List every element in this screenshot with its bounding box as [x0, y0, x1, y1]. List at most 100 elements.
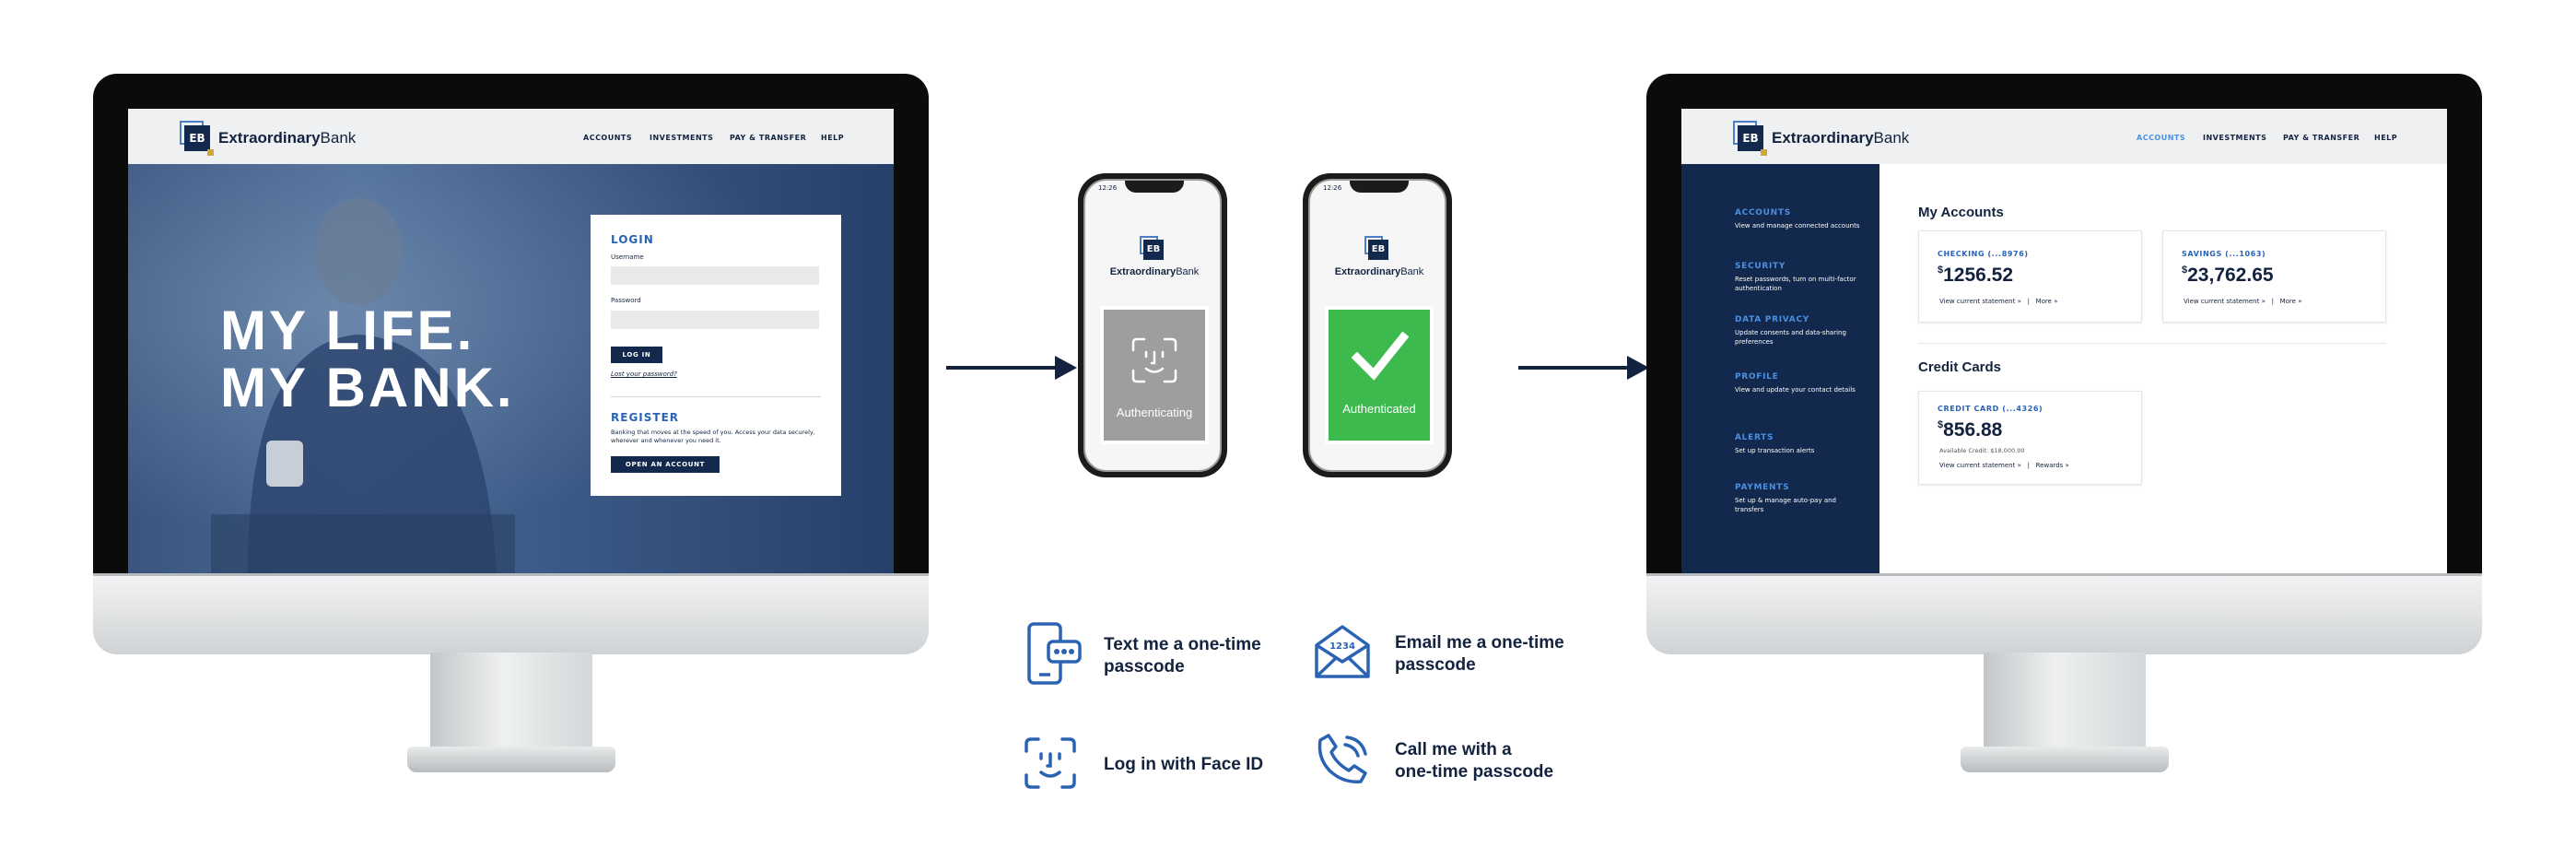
- account-name: SAVINGS (...1063): [2182, 250, 2266, 258]
- nav-investments[interactable]: INVESTMENTS: [2203, 134, 2267, 142]
- credit-cards-title: Credit Cards: [1918, 359, 2002, 375]
- nav-accounts[interactable]: ACCOUNTS: [583, 134, 633, 142]
- main-content: My Accounts CHECKING (...8976) $1256.52 …: [1879, 164, 2447, 573]
- auth-card: Authenticated: [1325, 306, 1434, 444]
- sidebar: ACCOUNTS View and manage connected accou…: [1681, 164, 1879, 573]
- authenticating-box: Authenticating: [1104, 310, 1205, 441]
- credit-card-account-card[interactable]: CREDIT CARD (...4326) $856.88 Available …: [1918, 391, 2142, 485]
- brand-name: ExtraordinaryBank: [218, 129, 357, 147]
- hero-headline-line1: MY LIFE.: [220, 300, 475, 361]
- view-statement-link[interactable]: View current statement »: [1939, 298, 2021, 305]
- account-balance: $1256.52: [1938, 265, 2014, 286]
- login-button[interactable]: LOG IN: [611, 347, 662, 363]
- more-link[interactable]: More »: [2035, 298, 2058, 305]
- nav-accounts[interactable]: ACCOUNTS: [2137, 134, 2186, 142]
- sidebar-item-payments[interactable]: PAYMENTS: [1735, 483, 1790, 492]
- open-account-button[interactable]: OPEN AN ACCOUNT: [611, 456, 720, 473]
- savings-account-card[interactable]: SAVINGS (...1063) $23,762.65 View curren…: [2162, 230, 2386, 323]
- register-title: REGISTER: [611, 411, 680, 424]
- divider: [611, 396, 821, 397]
- password-input[interactable]: [611, 311, 819, 329]
- arrow-right: [1518, 366, 1629, 370]
- login-card: LOGIN Username Password LOG IN Lost your…: [591, 215, 841, 496]
- sidebar-desc: Reset passwords, turn on multi-factor au…: [1735, 276, 1856, 292]
- sidebar-desc: Set up & manage auto-pay and transfers: [1735, 497, 1836, 513]
- nav-pay-transfer[interactable]: PAY & TRANSFER: [2283, 134, 2360, 142]
- phone-authenticating: 12:26 EB ExtraordinaryBank Authenticatin…: [1078, 173, 1227, 477]
- sidebar-desc: Set up transaction alerts: [1735, 447, 1815, 454]
- authenticating-text: Authenticating: [1116, 406, 1193, 419]
- my-accounts-title: My Accounts: [1918, 205, 2004, 220]
- right-monitor: EB ExtraordinaryBank ACCOUNTS INVESTMENT…: [1646, 74, 2482, 654]
- arrow-right: [946, 366, 1057, 370]
- top-nav: EB ExtraordinaryBank ACCOUNTS INVESTMENT…: [128, 109, 894, 164]
- left-monitor: EB ExtraordinaryBank ACCOUNTS INVESTMENT…: [93, 74, 929, 654]
- bank-logo[interactable]: EB: [184, 125, 210, 151]
- sidebar-item-alerts[interactable]: ALERTS: [1735, 433, 1774, 442]
- hero-headline-line2: MY BANK.: [220, 357, 515, 418]
- sidebar-item-data-privacy[interactable]: DATA PRIVACY: [1735, 315, 1809, 324]
- nav-help[interactable]: HELP: [821, 134, 845, 142]
- checking-account-card[interactable]: CHECKING (...8976) $1256.52 View current…: [1918, 230, 2142, 323]
- phone-authenticated: 12:26 EB ExtraordinaryBank Authenticated: [1303, 173, 1452, 477]
- nav-help[interactable]: HELP: [2374, 134, 2398, 142]
- sidebar-desc: View and manage connected accounts: [1735, 222, 1860, 229]
- monitor-stand: [430, 653, 592, 754]
- sidebar-desc: Update consents and data-sharing prefere…: [1735, 329, 1846, 346]
- bank-logo[interactable]: EB: [1738, 125, 1763, 151]
- top-nav: EB ExtraordinaryBank ACCOUNTS INVESTMENT…: [1681, 109, 2447, 164]
- face-id-icon[interactable]: [1025, 737, 1076, 789]
- status-time: 12:26: [1098, 184, 1118, 192]
- account-name: CHECKING (...8976): [1938, 250, 2029, 258]
- face-id-icon: [1131, 337, 1177, 383]
- authenticated-text: Authenticated: [1342, 402, 1416, 416]
- sidebar-item-accounts[interactable]: ACCOUNTS: [1735, 208, 1791, 218]
- authenticated-box: Authenticated: [1329, 310, 1430, 441]
- username-input[interactable]: [611, 266, 819, 285]
- hero-person-image: [211, 198, 515, 573]
- register-text: Banking that moves at the speed of you. …: [611, 429, 815, 444]
- more-link[interactable]: More »: [2279, 298, 2302, 305]
- sidebar-item-security[interactable]: SECURITY: [1735, 262, 1786, 271]
- hero-banner: MY LIFE. MY BANK. LOGIN Username Passwor…: [128, 164, 894, 573]
- dashboard-screen: EB ExtraordinaryBank ACCOUNTS INVESTMENT…: [1681, 109, 2447, 573]
- nav-pay-transfer[interactable]: PAY & TRANSFER: [730, 134, 807, 142]
- nav-investments[interactable]: INVESTMENTS: [650, 134, 714, 142]
- phone-call-icon[interactable]: [1316, 732, 1371, 787]
- login-screen: EB ExtraordinaryBank ACCOUNTS INVESTMENT…: [128, 109, 894, 573]
- envelope-code: 1234: [1329, 641, 1355, 652]
- monitor-stand: [1984, 653, 2146, 754]
- login-title: LOGIN: [611, 233, 654, 246]
- monitor-foot: [407, 747, 615, 772]
- checkmark-icon: [1352, 331, 1409, 381]
- account-balance: $856.88: [1938, 419, 2003, 441]
- option-face-id-label[interactable]: Log in with Face ID: [1104, 755, 1264, 774]
- view-statement-link[interactable]: View current statement »: [1939, 462, 2021, 469]
- sidebar-item-profile[interactable]: PROFILE: [1735, 372, 1779, 382]
- brand-name: ExtraordinaryBank: [1334, 266, 1424, 277]
- username-label: Username: [611, 253, 644, 261]
- arrow-right-head: [1627, 356, 1649, 380]
- account-name: CREDIT CARD (...4326): [1938, 405, 2043, 413]
- brand-name: ExtraordinaryBank: [1772, 129, 1910, 147]
- section-divider: [1918, 343, 2386, 344]
- arrow-right-head: [1055, 356, 1077, 380]
- available-credit: Available Credit: $18,000.00: [1939, 447, 2025, 454]
- lost-password-link[interactable]: Lost your password?: [611, 371, 677, 378]
- monitor-chin: [1646, 573, 2482, 654]
- account-balance: $23,762.65: [2182, 265, 2274, 286]
- sidebar-desc: View and update your contact details: [1735, 386, 1856, 394]
- password-label: Password: [611, 297, 641, 304]
- phone-message-icon[interactable]: [1026, 621, 1083, 688]
- monitor-chin: [93, 573, 929, 654]
- status-time: 12:26: [1323, 184, 1342, 192]
- rewards-link[interactable]: Rewards »: [2035, 462, 2069, 469]
- envelope-icon[interactable]: 1234: [1314, 623, 1371, 680]
- auth-card: Authenticating: [1100, 306, 1209, 444]
- view-statement-link[interactable]: View current statement »: [2184, 298, 2266, 305]
- bank-logo: EB: [1143, 240, 1164, 260]
- monitor-foot: [1961, 747, 2169, 772]
